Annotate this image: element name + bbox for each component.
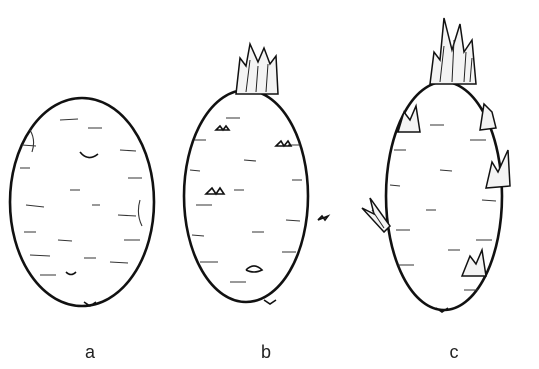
potato-b-eye-bud	[318, 216, 328, 220]
potato-c	[362, 18, 510, 312]
potato-c-apical-sprouts	[430, 18, 476, 84]
panel-label-c: c	[450, 342, 459, 362]
potato-b	[184, 44, 328, 304]
potato-c-lateral-sprout	[480, 104, 496, 130]
panel-label-b: b	[261, 342, 271, 362]
potato-b-base	[264, 300, 276, 304]
panel-label-a: a	[85, 342, 96, 362]
potato-a	[10, 98, 154, 306]
potato-b-apical-sprouts	[236, 44, 278, 94]
